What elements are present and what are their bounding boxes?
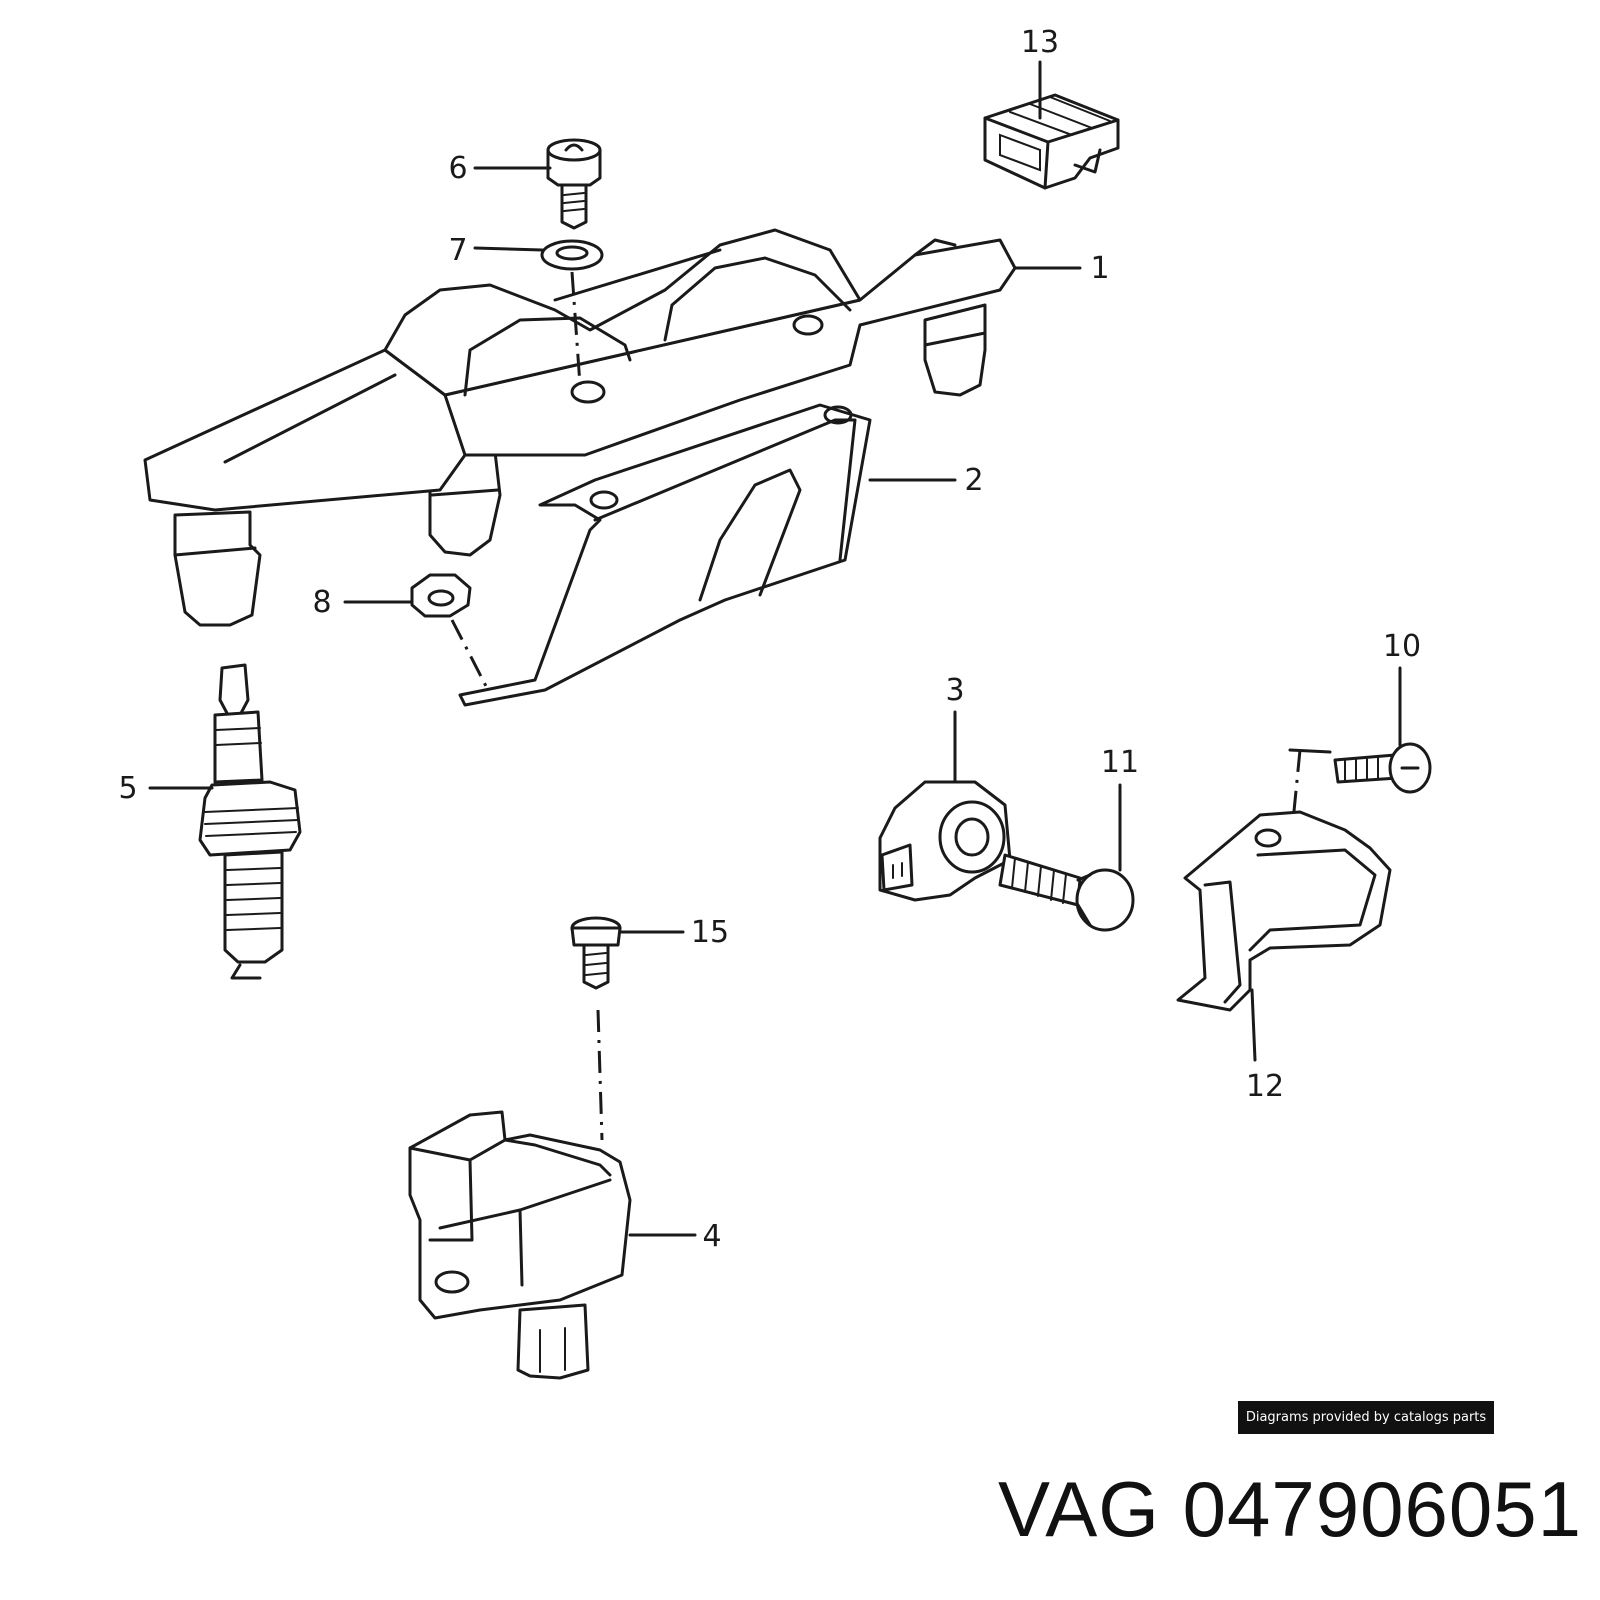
part-7-washer [540,239,604,271]
callout-12: 12 [1246,1069,1284,1104]
part-4-module [408,1110,632,1380]
part-6-bolt [546,138,602,230]
part-12-bracket [1176,810,1392,1012]
callout-13: 13 [1021,25,1059,60]
part-2-bracket [458,403,872,707]
leader-lines [148,60,1402,1237]
part-number: 047906051 [1182,1465,1582,1553]
part-11-bolt [998,853,1135,932]
callout-15: 15 [691,915,729,950]
callout-6: 6 [448,151,467,186]
part-15-screw [570,916,622,990]
callout-5: 5 [118,771,137,806]
part-title: VAG 047906051 [998,1470,1582,1548]
callout-11: 11 [1101,745,1139,780]
callout-3: 3 [945,673,964,708]
diagram-credit-badge: Diagrams provided by catalogs parts [1238,1401,1494,1434]
part-3-sensor [878,780,1012,902]
part-8-nut [410,573,472,618]
part-10-bolt [1333,742,1432,794]
callout-2: 2 [964,463,983,498]
callout-10: 10 [1383,629,1421,664]
callout-8: 8 [312,585,331,620]
part-13-connector [983,93,1120,190]
brand-name: VAG [997,1465,1160,1553]
callout-4: 4 [702,1219,721,1254]
part-5-spark-plug [198,663,302,980]
callout-1: 1 [1090,251,1109,286]
callout-7: 7 [448,233,467,268]
